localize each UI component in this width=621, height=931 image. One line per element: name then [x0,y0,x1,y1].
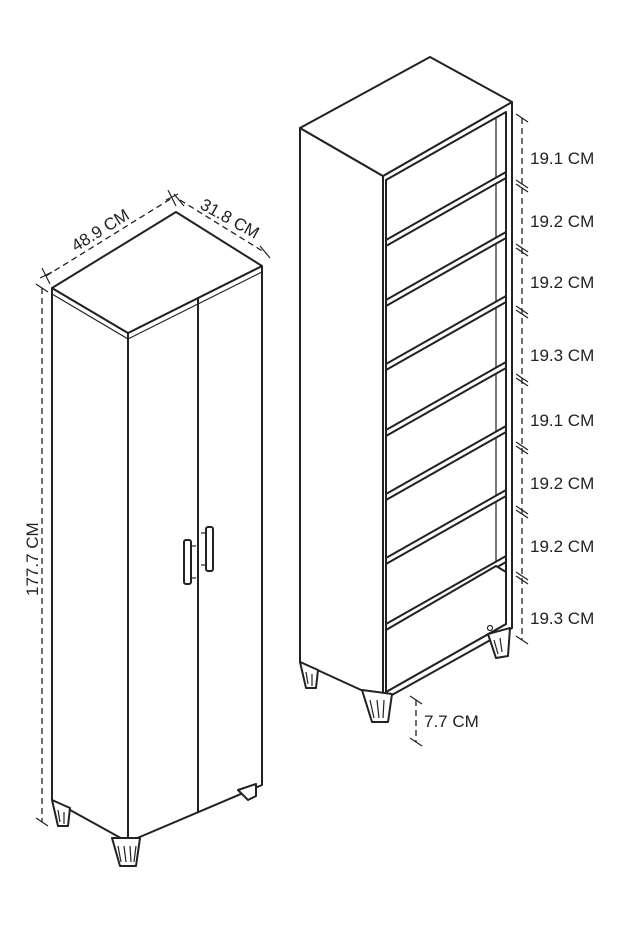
height-dimension [35,283,49,827]
shelf-leg-back-left [299,661,319,689]
shelf-gap-label-6: 19.2 CM [530,474,594,493]
shelf-leg-front [361,689,393,723]
door-handle-left [183,539,196,585]
shelf-bottom-panel [385,565,507,693]
shelf-gap-label-3: 19.2 CM [530,273,594,292]
shelf-gap-label-7: 19.2 CM [530,537,594,556]
shelf-gap-label-1: 19.1 CM [530,149,594,168]
cabinet-leg-front-right [237,783,257,801]
cabinet-front-panel [127,265,263,843]
door-handle-right [201,526,214,572]
cabinet-leg-front [111,837,141,867]
closed-cabinet: 48.9 CM 31.8 CM 177.7 CM [23,189,271,867]
cabinet-side-panel [51,287,129,843]
shelf-gap-label-4: 19.3 CM [530,346,594,365]
width-dimension [39,189,179,285]
open-shelf-unit: 19.1 CM 19.2 CM 19.2 CM 19.3 CM 19.1 CM … [299,56,594,747]
leg-height-label: 7.7 CM [424,712,479,731]
shelf-side-panel [299,127,384,701]
shelf-gap-label-8: 19.3 CM [530,609,594,628]
cabinet-top-panel [51,211,263,334]
depth-dimension [173,193,271,259]
shelf-gap-label-5: 19.1 CM [530,411,594,430]
shelf-top-panel [299,56,513,177]
leg-height-dimension [409,695,423,747]
height-label: 177.7 CM [23,522,42,596]
shelf-gap-label-2: 19.2 CM [530,212,594,231]
shelf-spacing-dimension [515,113,529,645]
cabinet-leg-back-left [51,799,71,827]
shelf-leg-front-right [487,627,511,659]
